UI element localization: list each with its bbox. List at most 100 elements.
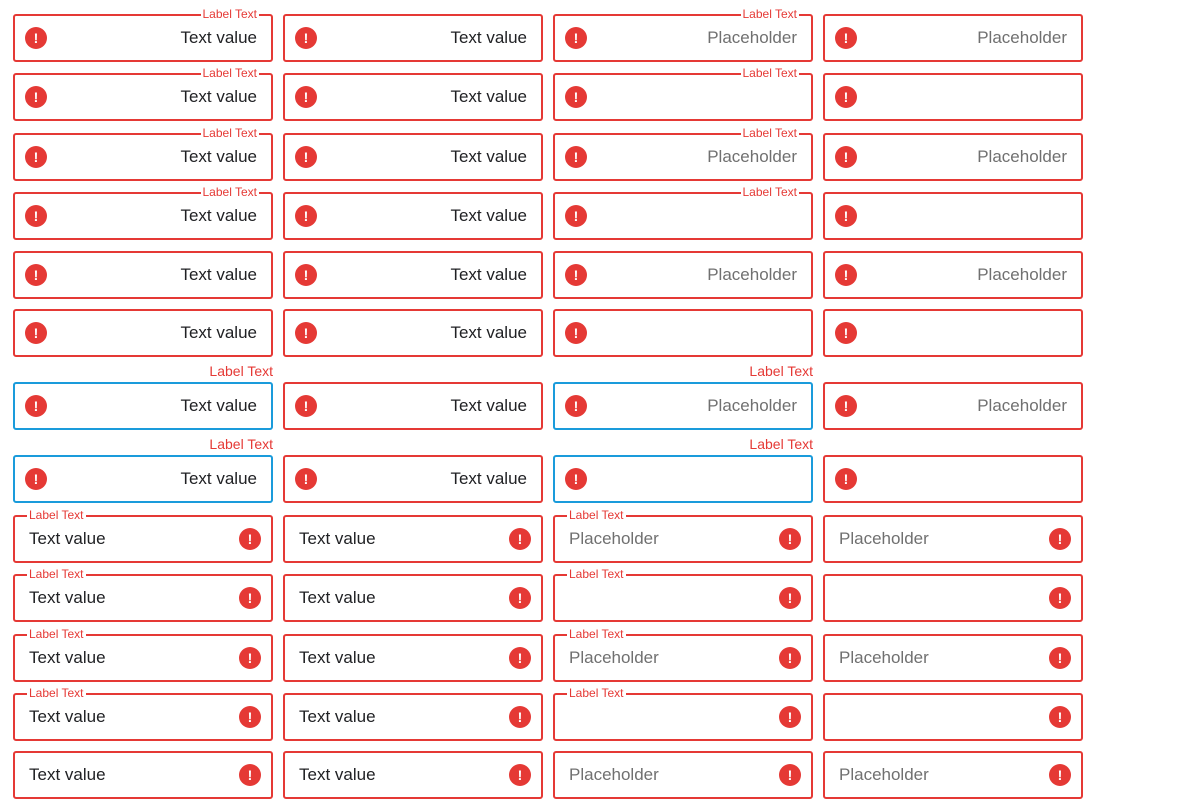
field-value: Text value: [180, 469, 257, 488]
field-value: Text value: [299, 765, 376, 784]
text-field[interactable]: !Text value: [13, 309, 273, 357]
text-field[interactable]: !Placeholder: [823, 751, 1083, 799]
text-field[interactable]: Label Text!Text value: [13, 126, 273, 181]
field-placeholder: Placeholder: [977, 265, 1067, 284]
field-label: Label Text: [27, 627, 86, 641]
text-field[interactable]: !Placeholder: [823, 133, 1083, 181]
error-icon: !: [25, 27, 47, 49]
field-value: Text value: [299, 707, 376, 726]
field-label: Label Text: [740, 126, 799, 140]
text-field[interactable]: !Text value: [13, 251, 273, 299]
error-icon: !: [25, 86, 47, 108]
text-field[interactable]: Label Text!: [553, 567, 813, 622]
field-label: Label Text: [200, 7, 259, 21]
field-value: Text value: [180, 87, 257, 106]
text-field[interactable]: !: [823, 693, 1083, 741]
text-field[interactable]: ! Text value: [283, 515, 543, 563]
text-field[interactable]: !Text value: [283, 133, 543, 181]
error-icon: !: [1049, 647, 1071, 669]
error-icon: !: [509, 647, 531, 669]
text-field[interactable]: !: [823, 309, 1083, 357]
text-field[interactable]: !Text value: [283, 309, 543, 357]
field-value: Text value: [180, 206, 257, 225]
text-field[interactable]: !Placeholder: [823, 14, 1083, 62]
error-icon: !: [835, 322, 857, 344]
text-field[interactable]: !Text value: [283, 751, 543, 799]
field-value: Text value: [180, 323, 257, 342]
text-field[interactable]: ! Text value: [283, 634, 543, 682]
error-icon: !: [565, 86, 587, 108]
text-field[interactable]: !Text value: [13, 455, 273, 503]
text-field[interactable]: !: [823, 73, 1083, 121]
field-label: Label Text: [200, 126, 259, 140]
error-icon: !: [295, 86, 317, 108]
text-field[interactable]: Label Text!Text value: [13, 686, 273, 741]
text-field[interactable]: ! Placeholder: [823, 382, 1083, 430]
text-field[interactable]: !Placeholder: [553, 751, 813, 799]
error-icon: !: [835, 468, 857, 490]
field-placeholder: Placeholder: [977, 147, 1067, 166]
field-value: Text value: [450, 265, 527, 284]
field-value: Text value: [299, 588, 376, 607]
text-field[interactable]: !: [823, 192, 1083, 240]
error-icon: !: [239, 587, 261, 609]
field-value: Text value: [299, 529, 376, 548]
text-field[interactable]: Label Text!: [553, 66, 813, 121]
text-field[interactable]: Label Text!Text value: [13, 7, 273, 62]
field-value: Text value: [299, 648, 376, 667]
error-icon: !: [239, 647, 261, 669]
error-icon: !: [835, 86, 857, 108]
field-label: Label Text: [740, 66, 799, 80]
text-field[interactable]: !Text value: [283, 382, 543, 430]
text-field[interactable]: Label Text!Text value: [13, 567, 273, 622]
text-field[interactable]: !Placeholder: [823, 251, 1083, 299]
field-value: Text value: [450, 323, 527, 342]
field-label: Label Text: [749, 363, 813, 379]
text-field[interactable]: !Placeholder: [553, 251, 813, 299]
text-field[interactable]: !Text value: [283, 574, 543, 622]
field-label: Label Text: [27, 686, 86, 700]
text-field[interactable]: !Text value: [283, 455, 543, 503]
text-field[interactable]: !Placeholder: [823, 515, 1083, 563]
text-field[interactable]: Label Text!Text value: [13, 185, 273, 240]
error-icon: !: [295, 27, 317, 49]
text-field[interactable]: !Text value: [13, 382, 273, 430]
text-field[interactable]: Label Text!Placeholder: [553, 627, 813, 682]
text-field[interactable]: !Text value: [283, 251, 543, 299]
field-placeholder: Placeholder: [977, 396, 1067, 415]
text-field[interactable]: !: [823, 455, 1083, 503]
text-field[interactable]: !: [823, 574, 1083, 622]
error-icon: !: [779, 706, 801, 728]
error-icon: !: [565, 395, 587, 417]
text-field[interactable]: !Placeholder: [823, 634, 1083, 682]
field-value: Text value: [450, 28, 527, 47]
text-field[interactable]: Label Text!Text value: [13, 66, 273, 121]
text-field[interactable]: Label Text!: [553, 185, 813, 240]
field-value: Text value: [29, 765, 106, 784]
error-icon: !: [509, 706, 531, 728]
text-field[interactable]: Label Text!Placeholder: [553, 508, 813, 563]
text-field[interactable]: !: [553, 309, 813, 357]
text-field[interactable]: ! Text value: [283, 73, 543, 121]
text-field[interactable]: Label Text!Placeholder: [553, 126, 813, 181]
error-icon: !: [779, 764, 801, 786]
error-icon: !: [779, 647, 801, 669]
text-field[interactable]: !: [553, 455, 813, 503]
field-value: Text value: [29, 648, 106, 667]
field-label: Label Text: [200, 185, 259, 199]
text-field[interactable]: Label Text!Text value: [13, 508, 273, 563]
text-field[interactable]: Label Text!Placeholder: [553, 7, 813, 62]
text-field[interactable]: ! Text value: [283, 14, 543, 62]
text-field[interactable]: Label Text!: [553, 686, 813, 741]
field-placeholder: Placeholder: [977, 28, 1067, 47]
text-field[interactable]: !Placeholder: [553, 382, 813, 430]
field-value: Text value: [180, 147, 257, 166]
text-field[interactable]: Label Text! Text value: [13, 627, 273, 682]
text-field[interactable]: ! Text value: [283, 693, 543, 741]
error-icon: !: [835, 395, 857, 417]
field-label: Label Text: [740, 185, 799, 199]
error-icon: !: [509, 528, 531, 550]
text-field[interactable]: !Text value: [13, 751, 273, 799]
text-field[interactable]: !Text value: [283, 192, 543, 240]
field-value: Text value: [450, 87, 527, 106]
